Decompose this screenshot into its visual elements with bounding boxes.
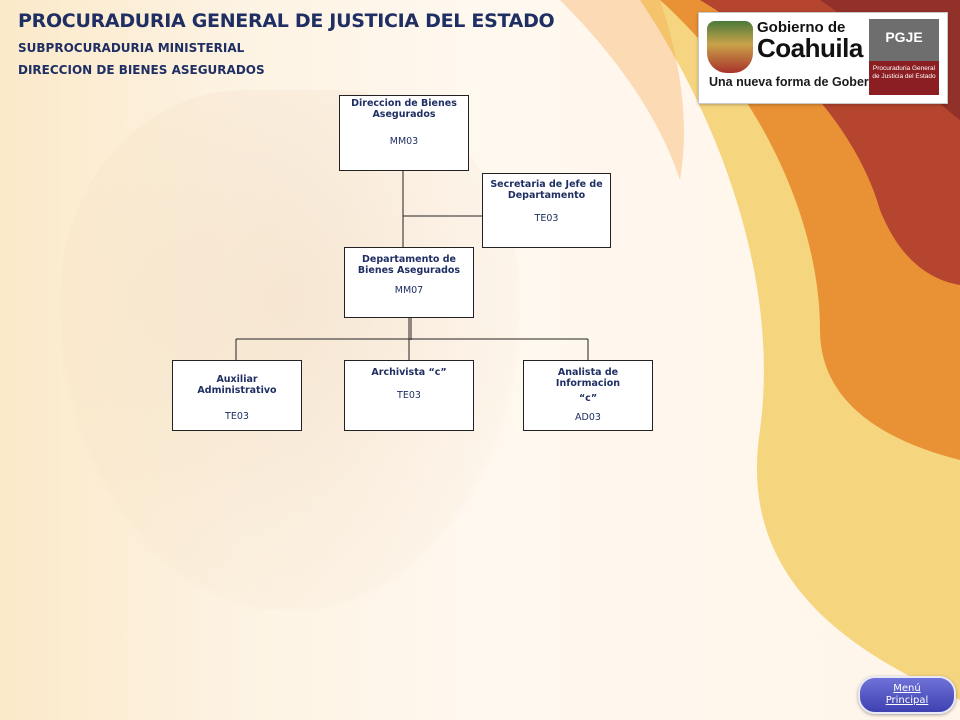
org-box-name: Direccion de Bienes Asegurados <box>351 98 457 120</box>
org-box-name: Secretaria de Jefe de Departamento <box>490 179 603 201</box>
procuraduria-text: Procuraduria General de Justicia del Est… <box>872 65 936 80</box>
org-box-code: TE03 <box>397 390 421 401</box>
org-box-name: Departamento de Bienes Asegurados <box>357 254 461 276</box>
org-box-code: TE03 <box>534 213 559 224</box>
menu-button-label-line2: Principal <box>885 695 929 706</box>
org-box-direccion: Direccion de Bienes Asegurados MM03 <box>339 95 469 171</box>
org-box-name: Analista de Informacion <box>555 367 621 389</box>
page-subtitle-direccion: DIRECCION DE BIENES ASEGURADOS <box>18 63 265 77</box>
logo-coahuila-text: Coahuila <box>757 33 863 63</box>
page-title: PROCURADURIA GENERAL DE JUSTICIA DEL EST… <box>18 10 555 32</box>
logo-slogan: Una nueva forma de Gobernar <box>709 75 889 89</box>
org-box-code: MM07 <box>394 285 424 296</box>
org-box-name-suffix: “c” <box>578 393 598 404</box>
logo-gobierno-text: Gobierno de <box>757 19 846 36</box>
org-box-analista: Analista de Informacion “c” AD03 <box>523 360 653 431</box>
org-box-secretaria: Secretaria de Jefe de Departamento TE03 <box>482 173 611 248</box>
org-box-code: AD03 <box>575 412 601 423</box>
menu-button-label-line1: Menú <box>893 683 921 694</box>
menu-principal-button[interactable]: Menú Principal <box>858 676 956 714</box>
org-box-departamento: Departamento de Bienes Asegurados MM07 <box>344 247 474 318</box>
seal-watermark <box>60 90 520 610</box>
pgje-text: PGJE <box>885 29 923 45</box>
page-subtitle-subprocuraduria: SUBPROCURADURIA MINISTERIAL <box>18 41 245 55</box>
org-box-name: Auxiliar Administrativo <box>197 374 277 396</box>
coahuila-seal-icon <box>707 21 753 73</box>
header: PROCURADURIA GENERAL DE JUSTICIA DEL EST… <box>18 10 555 77</box>
org-box-code: TE03 <box>225 411 249 422</box>
org-box-code: MM03 <box>389 136 419 147</box>
org-box-archivista: Archivista “c” TE03 <box>344 360 474 431</box>
pgje-logo: PGJE Procuraduria General de Justicia de… <box>869 19 939 95</box>
gobierno-coahuila-logo: Gobierno de Coahuila Una nueva forma de … <box>698 12 948 104</box>
org-box-auxiliar: Auxiliar Administrativo TE03 <box>172 360 302 431</box>
org-box-name: Archivista “c” <box>371 367 447 378</box>
